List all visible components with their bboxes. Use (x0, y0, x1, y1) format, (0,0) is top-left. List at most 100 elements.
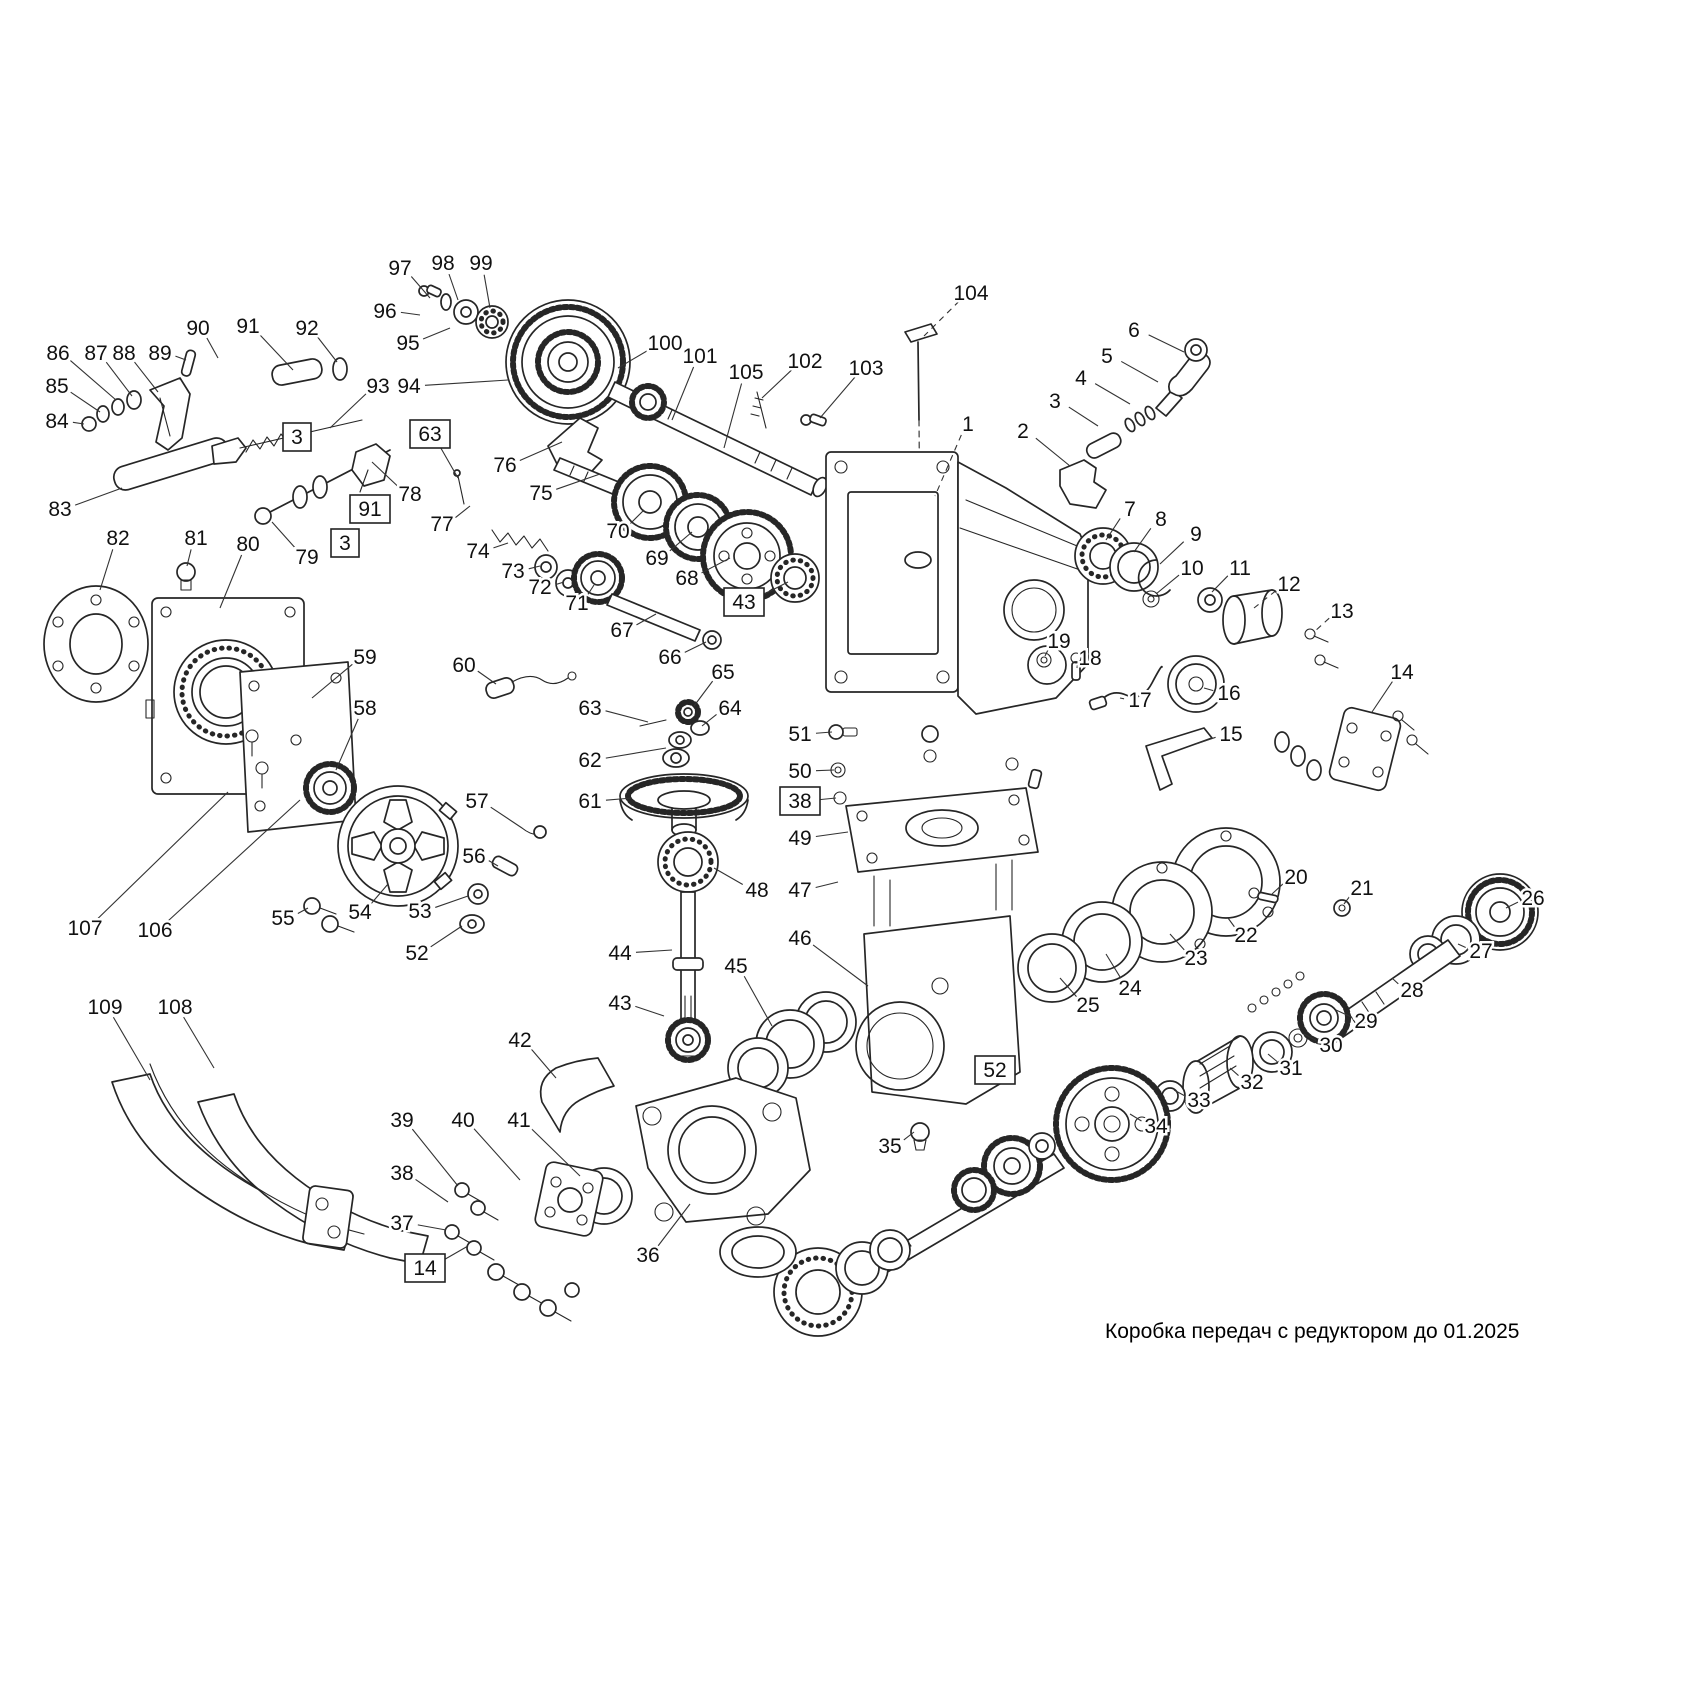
speed-sensor (485, 671, 577, 699)
part-label-99: 99 (467, 250, 495, 309)
part-label-13: 13 (1313, 598, 1356, 633)
svg-text:3: 3 (291, 426, 303, 449)
svg-text:91: 91 (236, 315, 259, 338)
svg-text:17: 17 (1128, 689, 1151, 712)
part-label-109: 109 (85, 994, 151, 1081)
part-label-6: 6 (1126, 317, 1185, 353)
svg-text:26: 26 (1521, 887, 1544, 910)
part-label-60: 60 (450, 652, 497, 685)
part-label-3: 3 (282, 422, 312, 452)
shift-forks (111, 1063, 429, 1265)
part-label-75: 75 (527, 473, 601, 508)
svg-text:3: 3 (1049, 390, 1061, 413)
svg-text:23: 23 (1184, 947, 1207, 970)
part-label-96: 96 (371, 298, 421, 326)
pto-shaft-assembly (773, 1132, 1065, 1337)
part-label-103: 103 (819, 355, 886, 419)
svg-text:92: 92 (295, 317, 318, 340)
part-label-26: 26 (1505, 885, 1547, 913)
part-label-44: 44 (606, 940, 673, 968)
part-label-104: 104 (923, 280, 991, 337)
selector-lever (1059, 338, 1211, 509)
svg-text:31: 31 (1279, 1057, 1302, 1080)
part-label-35: 35 (876, 1131, 915, 1161)
svg-text:75: 75 (529, 482, 552, 505)
svg-text:16: 16 (1217, 682, 1240, 705)
part-label-68: 68 (673, 557, 731, 593)
svg-text:106: 106 (137, 919, 172, 942)
part-label-4: 4 (1073, 365, 1131, 405)
svg-text:7: 7 (1124, 498, 1136, 521)
part-label-78: 78 (371, 461, 424, 509)
part-label-27: 27 (1457, 938, 1495, 966)
clutch-basket (303, 785, 547, 934)
part-label-83: 83 (46, 487, 123, 524)
svg-text:24: 24 (1118, 977, 1142, 1000)
part-label-106: 106 (135, 799, 301, 945)
svg-text:108: 108 (157, 996, 192, 1019)
svg-text:62: 62 (578, 749, 601, 772)
svg-text:1: 1 (962, 413, 974, 436)
svg-text:20: 20 (1284, 866, 1307, 889)
svg-text:29: 29 (1354, 1010, 1377, 1033)
svg-text:68: 68 (675, 567, 698, 590)
lower-housing (444, 991, 857, 1322)
svg-text:30: 30 (1319, 1034, 1342, 1057)
part-label-63: 63 (409, 419, 459, 479)
svg-text:83: 83 (48, 498, 71, 521)
svg-text:76: 76 (493, 454, 516, 477)
svg-text:53: 53 (408, 900, 431, 923)
part-label-69: 69 (643, 531, 693, 573)
svg-text:64: 64 (718, 697, 742, 720)
svg-text:34: 34 (1144, 1115, 1168, 1138)
output-shaft-assembly (1053, 873, 1539, 1183)
svg-text:77: 77 (430, 513, 453, 536)
svg-text:73: 73 (501, 560, 524, 583)
svg-text:52: 52 (405, 942, 428, 965)
part-label-77: 77 (428, 505, 471, 539)
part-label-25: 25 (1059, 977, 1102, 1020)
part-label-67: 67 (608, 613, 657, 645)
part-label-28: 28 (1391, 977, 1426, 1005)
part-label-30: 30 (1303, 1032, 1345, 1060)
svg-text:63: 63 (418, 423, 441, 446)
svg-text:80: 80 (236, 533, 259, 556)
part-label-14: 14 (404, 1245, 469, 1283)
svg-text:97: 97 (388, 257, 411, 280)
part-label-79: 79 (271, 521, 321, 572)
svg-text:47: 47 (788, 879, 811, 902)
part-label-47: 47 (786, 877, 839, 905)
part-label-52: 52 (974, 1055, 1016, 1085)
svg-text:22: 22 (1234, 924, 1257, 947)
part-label-3: 3 (1047, 388, 1099, 427)
svg-text:40: 40 (451, 1109, 474, 1132)
svg-text:103: 103 (848, 357, 883, 380)
svg-text:46: 46 (788, 927, 811, 950)
part-label-71: 71 (563, 584, 595, 618)
svg-text:10: 10 (1180, 557, 1203, 580)
svg-text:12: 12 (1277, 573, 1300, 596)
part-label-82: 82 (99, 525, 132, 591)
svg-text:107: 107 (67, 917, 102, 940)
right-bearing-set (1005, 527, 1339, 790)
svg-text:94: 94 (397, 375, 421, 398)
part-label-5: 5 (1099, 343, 1159, 383)
part-label-24: 24 (1105, 953, 1144, 1003)
part-label-65: 65 (693, 659, 737, 707)
svg-text:61: 61 (578, 790, 601, 813)
svg-text:84: 84 (45, 410, 69, 433)
left-plates (43, 562, 357, 833)
svg-text:89: 89 (148, 342, 171, 365)
part-label-52: 52 (403, 925, 463, 968)
part-label-95: 95 (394, 327, 451, 358)
part-label-88: 88 (110, 340, 159, 393)
svg-text:18: 18 (1078, 647, 1101, 670)
part-label-11: 11 (1211, 555, 1253, 593)
part-label-16: 16 (1203, 680, 1243, 708)
svg-text:79: 79 (295, 546, 318, 569)
part-label-74: 74 (464, 538, 509, 566)
part-label-73: 73 (499, 558, 541, 586)
part-label-61: 61 (576, 788, 633, 816)
svg-text:55: 55 (271, 907, 294, 930)
